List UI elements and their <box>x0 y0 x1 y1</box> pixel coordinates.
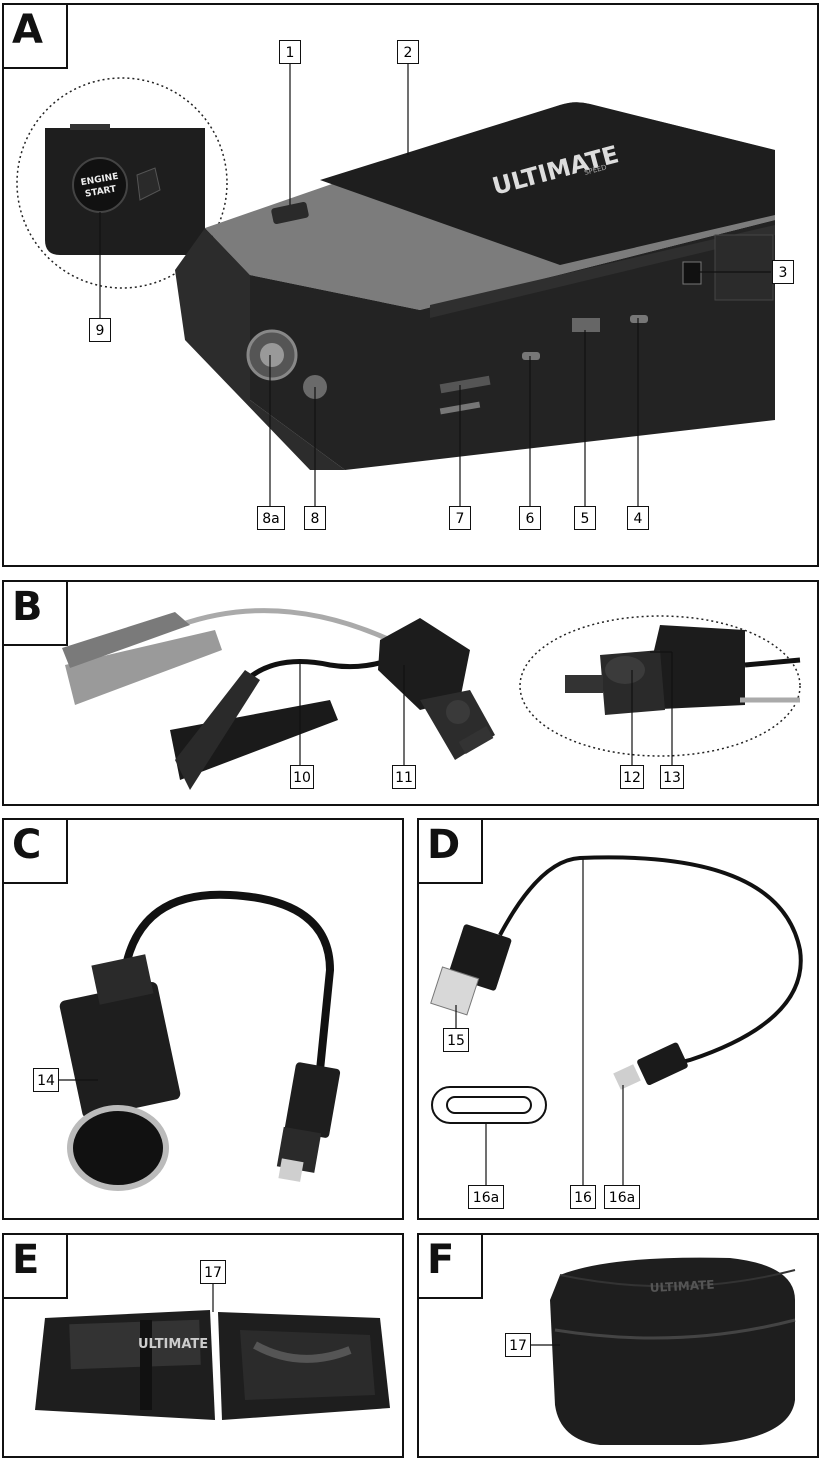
zoom-module-detail <box>565 625 801 715</box>
callout-16a-port: 16a <box>468 1185 504 1209</box>
callout-11: 11 <box>392 765 416 789</box>
dc-plug <box>276 1062 341 1182</box>
callout-10: 10 <box>290 765 314 789</box>
callout-8a: 8a <box>257 506 285 530</box>
panel-e-letter: E <box>12 1237 40 1283</box>
jump-starter-body <box>175 102 775 470</box>
callout-7: 7 <box>449 506 471 530</box>
zoom-ellipse <box>519 615 801 757</box>
closed-case <box>550 1257 796 1445</box>
callout-1: 1 <box>279 40 301 64</box>
negative-clamp <box>170 670 338 790</box>
usb-c-output-port <box>630 315 648 323</box>
panel-b-tab: B <box>2 580 68 646</box>
power-button <box>271 201 309 225</box>
panel-f-tab: F <box>417 1233 483 1299</box>
positive-clamp <box>62 612 222 705</box>
dc-output-port <box>682 261 702 285</box>
callout-16: 16 <box>570 1185 596 1209</box>
usb-a-plug <box>430 924 512 1016</box>
case-brand-text: ULTIMATE <box>138 1337 208 1352</box>
led-indicator <box>439 375 491 394</box>
panel-a-letter: A <box>12 7 43 53</box>
usb-c-plug <box>613 1042 688 1090</box>
callout-3: 3 <box>772 260 794 284</box>
smart-cable-module <box>378 618 495 760</box>
cigarette-socket <box>59 954 181 1191</box>
callout-16a-plug: 16a <box>604 1185 640 1209</box>
open-case <box>35 1310 390 1420</box>
panel-c-letter: C <box>12 822 42 868</box>
callout-2: 2 <box>397 40 419 64</box>
panel-b-letter: B <box>12 584 43 630</box>
callout-5: 5 <box>574 506 596 530</box>
usb-a-output-port <box>572 318 600 332</box>
callout-14: 14 <box>33 1068 59 1092</box>
usb-c-port-outline <box>431 1086 547 1124</box>
callout-15: 15 <box>443 1028 469 1052</box>
zoom-circle <box>16 77 228 289</box>
closed-case-brand-text: ULTIMATE <box>649 1278 714 1295</box>
callout-17-f: 17 <box>505 1333 531 1357</box>
callout-8: 8 <box>304 506 326 530</box>
panel-d-letter: D <box>427 822 461 868</box>
zoom-device-detail <box>45 124 205 255</box>
panel-d-tab: D <box>417 818 483 884</box>
callout-6: 6 <box>519 506 541 530</box>
panel-c-tab: C <box>2 818 68 884</box>
callout-17-e: 17 <box>200 1260 226 1284</box>
usb-c-input-port <box>522 352 540 360</box>
callout-12: 12 <box>620 765 644 789</box>
callout-4: 4 <box>627 506 649 530</box>
panel-f-letter: F <box>427 1237 455 1283</box>
panel-a-tab: A <box>2 3 68 69</box>
callout-13: 13 <box>660 765 684 789</box>
panel-e-tab: E <box>2 1233 68 1299</box>
callout-9: 9 <box>89 318 111 342</box>
